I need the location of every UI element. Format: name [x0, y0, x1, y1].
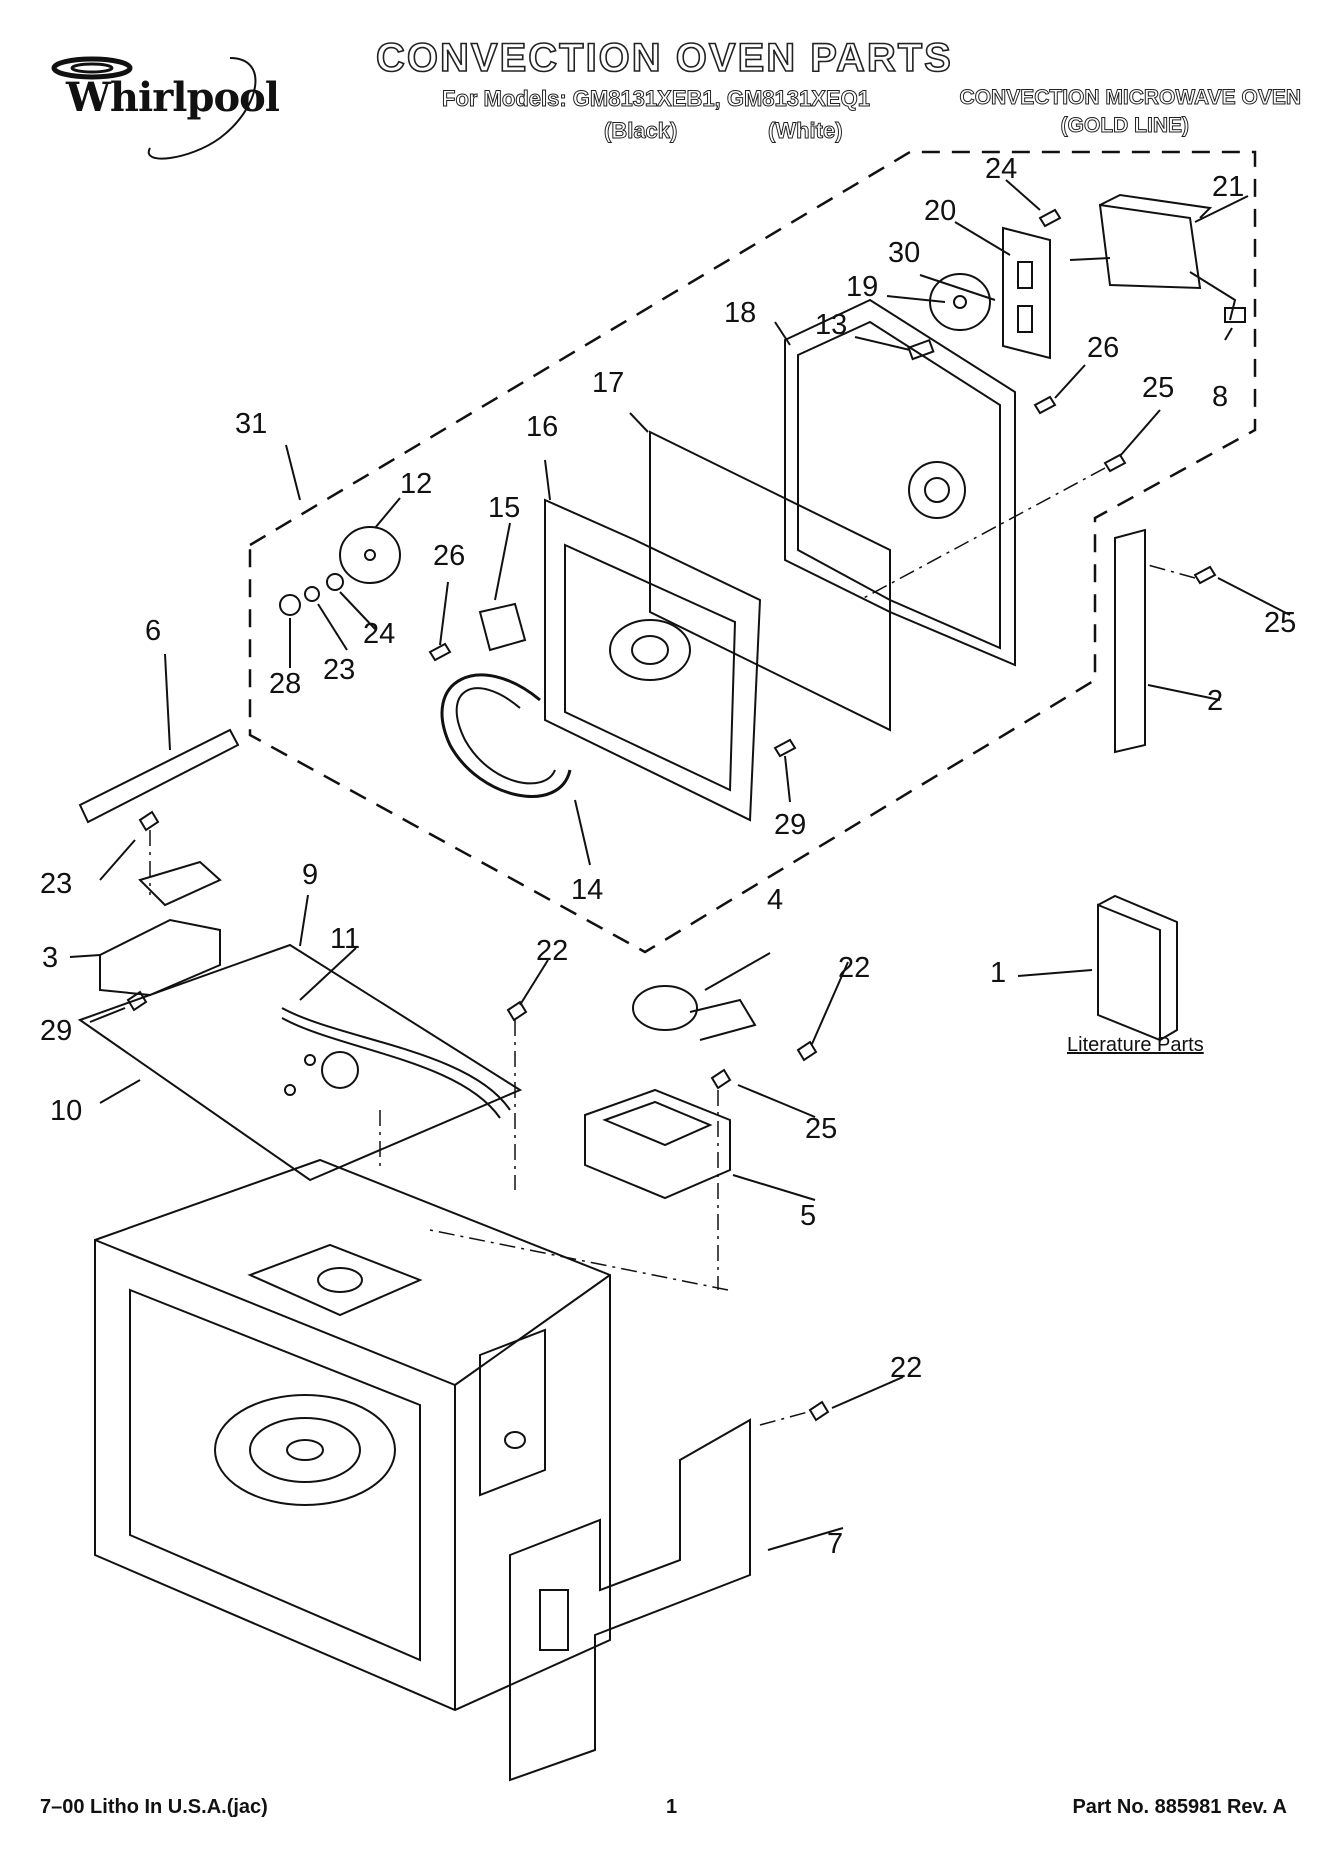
callout-8: 8 — [1212, 381, 1228, 413]
part-25-screw-side — [1193, 565, 1217, 585]
part-20-bracket — [1002, 226, 1051, 360]
part-6-strip — [78, 728, 240, 824]
swirl-icon — [51, 56, 257, 160]
callout-14: 14 — [571, 874, 603, 906]
callout-15: 15 — [488, 492, 520, 524]
part-25-screw-lower — [710, 1068, 732, 1090]
models-line: For Models: GM8131XEB1, GM8131XEQ1 — [442, 86, 871, 112]
part-26-screw-left — [428, 642, 452, 662]
part-24-washer — [326, 573, 344, 591]
callout-4: 4 — [767, 884, 783, 916]
callout-25-upper: 25 — [1142, 372, 1174, 404]
part-5-bracket — [584, 1088, 731, 1200]
part-29-screw-upper — [773, 738, 797, 758]
part-23-screw — [138, 810, 160, 832]
part-19-fan — [929, 273, 991, 331]
callout-29-upper: 29 — [774, 809, 806, 841]
callout-26-upper: 26 — [1087, 332, 1119, 364]
literature-parts-label: Literature Parts — [1067, 1034, 1204, 1056]
part-23-washer — [304, 586, 320, 602]
callout-12: 12 — [400, 468, 432, 500]
callout-25-side: 25 — [1264, 607, 1296, 639]
callout-29-lower: 29 — [40, 1015, 72, 1047]
part-7-bracket — [509, 1418, 751, 1782]
callout-22-lower: 22 — [890, 1352, 922, 1384]
callout-31: 31 — [235, 408, 267, 440]
part-26-screw-upper — [1033, 395, 1057, 415]
callout-10: 10 — [50, 1095, 82, 1127]
part-12-fan-blade — [339, 526, 401, 584]
part-27-screw — [1038, 208, 1062, 228]
callout-23-upper: 23 — [323, 654, 355, 686]
variant-black: (Black) — [603, 118, 678, 144]
callout-19: 19 — [846, 271, 878, 303]
page-number: 1 — [666, 1796, 678, 1818]
callout-22-middle: 22 — [838, 952, 870, 984]
assembly-boundary — [248, 150, 1257, 954]
part-22-screw-upper — [506, 1000, 528, 1022]
footer-print-info: 7–00 Litho In U.S.A.(jac) — [40, 1796, 268, 1818]
part-29-screw-lower — [126, 990, 148, 1012]
callout-20: 20 — [924, 195, 956, 227]
brand-name: Whirlpool — [66, 74, 280, 121]
callout-6: 6 — [145, 615, 161, 647]
callout-11: 11 — [330, 923, 360, 955]
part-4-capacitor — [632, 985, 698, 1031]
part-number: Part No. 885981 Rev. A — [1072, 1796, 1287, 1818]
leader-lines — [69, 179, 1291, 1551]
callout-30: 30 — [888, 237, 920, 269]
callout-22-upper: 22 — [536, 935, 568, 967]
callout-labels: 24 21 20 30 19 13 18 26 8 25 17 31 16 12… — [40, 153, 1296, 1560]
callout-28: 28 — [269, 668, 301, 700]
part-13-shaft — [907, 338, 935, 361]
callout-3: 3 — [42, 942, 58, 974]
callout-16: 16 — [526, 411, 558, 443]
callout-24: 24 — [363, 618, 395, 650]
callout-2: 2 — [1207, 685, 1223, 717]
part-15-clip — [478, 602, 527, 652]
callout-13: 13 — [815, 309, 847, 341]
callout-21: 21 — [1212, 171, 1244, 203]
part-11-wire — [281, 1007, 511, 1111]
chassis-frame — [94, 1158, 611, 1712]
callout-1: 1 — [990, 957, 1006, 989]
part-1-book — [1097, 903, 1161, 1042]
part-21-motor — [1098, 203, 1202, 290]
callout-25-lower: 25 — [805, 1113, 837, 1145]
callout-27: 24 — [985, 153, 1017, 185]
part-22-screw-middle — [796, 1040, 818, 1062]
part-18-housing — [784, 298, 1016, 667]
part-28-nut — [279, 594, 301, 616]
callout-9: 9 — [302, 859, 318, 891]
part-14-heater — [440, 673, 572, 798]
part-3-box — [99, 918, 221, 997]
callout-23-lower: 23 — [40, 868, 72, 900]
page-title: CONVECTION OVEN PARTS — [375, 35, 953, 81]
callout-26-left: 26 — [433, 540, 465, 572]
part-22-screw-lower — [808, 1400, 830, 1422]
callout-18: 18 — [724, 297, 756, 329]
part-16-cavity — [544, 498, 762, 822]
callout-17: 17 — [592, 367, 624, 399]
callout-7: 7 — [827, 1528, 843, 1560]
product-line-1: CONVECTION MICROWAVE OVEN — [959, 86, 1301, 110]
part-25-screw-upper — [1103, 453, 1127, 473]
whirlpool-logo: Whirlpool — [30, 48, 280, 168]
screw-parts — [126, 208, 1217, 1422]
part-2-side-bracket — [1114, 528, 1146, 754]
variant-white: (White) — [768, 118, 844, 144]
part-17-panel — [649, 430, 891, 732]
product-line-2: (GOLD LINE) — [1060, 114, 1189, 138]
callout-5: 5 — [800, 1200, 816, 1232]
part-10-top-plate — [77, 943, 523, 1182]
